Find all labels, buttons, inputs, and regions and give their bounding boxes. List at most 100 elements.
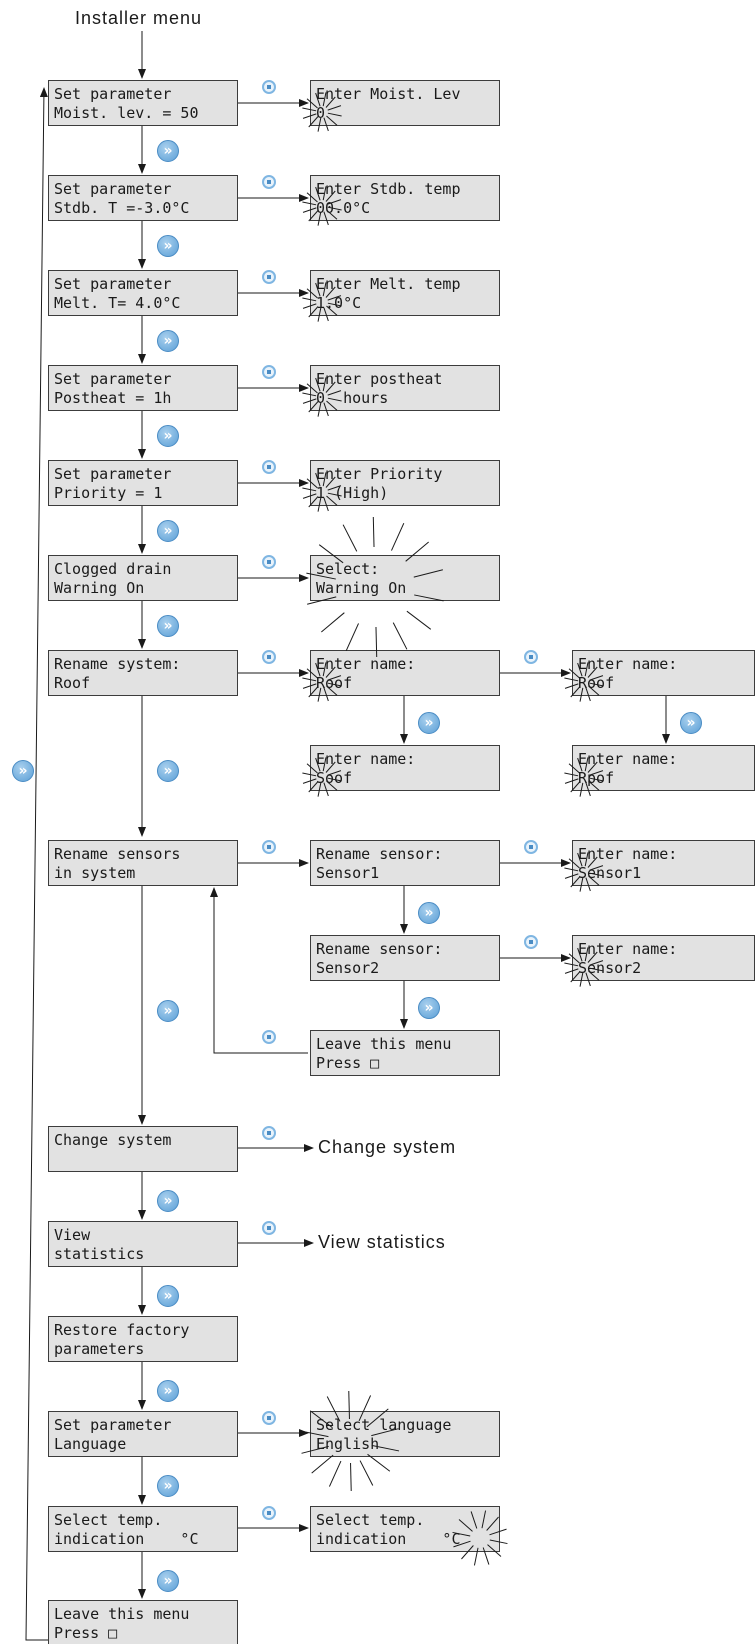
- lcd-line: Change system: [54, 1131, 172, 1149]
- lcd-line: Enter name:: [316, 750, 416, 768]
- lcd-line: Enter Moist. Lev: [316, 85, 461, 103]
- lcd-line: Warning On: [316, 579, 407, 597]
- lcd-line: 00.0°C: [316, 199, 371, 217]
- lcd-line: [54, 1150, 232, 1169]
- lcd-line: Sensor1: [578, 864, 642, 882]
- lcd-line: 0 hours: [316, 389, 389, 407]
- lcd-line: 1.0°C: [316, 294, 362, 312]
- next-button-icon: »: [157, 760, 179, 782]
- next-button-icon: »: [157, 140, 179, 162]
- next-button-icon: »: [12, 760, 34, 782]
- select-button-icon: [262, 1126, 276, 1140]
- next-button-icon: »: [418, 997, 440, 1019]
- lcd-line: 0: [316, 104, 326, 122]
- lcd-line: Set parameter: [54, 275, 172, 293]
- lcd-line: Leave this menu: [54, 1605, 190, 1623]
- select-button-icon: [524, 650, 538, 664]
- next-button-icon: »: [157, 1380, 179, 1402]
- lcd-line: Roof: [316, 674, 353, 692]
- next-button-icon: »: [157, 1570, 179, 1592]
- lcd-screen-b9: Change system: [48, 1126, 238, 1172]
- next-button-icon: »: [418, 902, 440, 924]
- change-system-label: Change system: [318, 1137, 457, 1157]
- select-button-icon: [262, 1030, 276, 1044]
- lcd-screen-b7: Rename system:Roof: [48, 650, 238, 696]
- lcd-line: Stdb. T =-3.0°C: [54, 199, 190, 217]
- lcd-line: Roof: [54, 674, 91, 692]
- view-statistics-label: View statistics: [318, 1232, 446, 1252]
- select-button-icon: [262, 555, 276, 569]
- lcd-line: Enter postheat: [316, 370, 443, 388]
- lcd-line: Enter Melt. temp: [316, 275, 461, 293]
- select-button-icon: [262, 1411, 276, 1425]
- lcd-line: Sensor2: [578, 959, 642, 977]
- lcd-screen-b8r: Rename sensor:Sensor1: [310, 840, 500, 886]
- lcd-screen-b8r2r: Enter name:Sensor2: [572, 935, 755, 981]
- lcd-line: Enter name:: [578, 940, 678, 958]
- lcd-line: indication °C: [54, 1530, 199, 1548]
- lcd-line: Sensor1: [316, 864, 380, 882]
- select-button-icon: [262, 1506, 276, 1520]
- next-button-icon: »: [157, 1190, 179, 1212]
- next-button-icon: »: [157, 235, 179, 257]
- select-button-icon: [262, 365, 276, 379]
- lcd-line: Roof: [578, 674, 615, 692]
- select-button-icon: [262, 650, 276, 664]
- select-button-icon: [262, 460, 276, 474]
- select-button-icon: [262, 1221, 276, 1235]
- next-button-icon: »: [680, 712, 702, 734]
- lcd-line: Set parameter: [54, 85, 172, 103]
- lcd-line: Set parameter: [54, 370, 172, 388]
- lcd-screen-b13: Select temp.indication °C: [48, 1506, 238, 1552]
- lcd-line: Select temp.: [316, 1511, 425, 1529]
- lcd-line: Language: [54, 1435, 127, 1453]
- lcd-line: parameters: [54, 1340, 145, 1358]
- lcd-line: Melt. T= 4.0°C: [54, 294, 181, 312]
- lcd-screen-b7d: Enter name:Soof: [310, 745, 500, 791]
- lcd-screen-b7rr: Enter name:Roof: [572, 650, 755, 696]
- lcd-line: Soof: [316, 769, 353, 787]
- select-button-icon: [262, 175, 276, 189]
- lcd-line: Enter name:: [578, 655, 678, 673]
- lcd-line: Select:: [316, 560, 380, 578]
- lcd-line: Rename system:: [54, 655, 181, 673]
- lcd-line: Enter name:: [316, 655, 416, 673]
- lcd-line: Warning On: [54, 579, 145, 597]
- next-button-icon: »: [157, 615, 179, 637]
- next-button-icon: »: [157, 1000, 179, 1022]
- select-button-icon: [262, 270, 276, 284]
- next-button-icon: »: [418, 712, 440, 734]
- lcd-screen-b13r: Select temp.indication °C: [310, 1506, 500, 1552]
- lcd-line: Enter Stdb. temp: [316, 180, 461, 198]
- select-button-icon: [262, 840, 276, 854]
- lcd-line: Enter name:: [578, 750, 678, 768]
- select-button-icon: [262, 80, 276, 94]
- lcd-line: Moist. lev. = 50: [54, 104, 199, 122]
- lcd-line: Rename sensor:: [316, 940, 443, 958]
- next-button-icon: »: [157, 330, 179, 352]
- installer-menu-title: Installer menu: [75, 8, 203, 28]
- lcd-line: Enter Priority: [316, 465, 443, 483]
- lcd-line: Press □: [54, 1624, 118, 1642]
- next-button-icon: »: [157, 425, 179, 447]
- lcd-screen-b7r: Enter name:Roof: [310, 650, 500, 696]
- lcd-line: Priority = 1: [54, 484, 163, 502]
- next-button-icon: »: [157, 1285, 179, 1307]
- lcd-line: Set parameter: [54, 1416, 172, 1434]
